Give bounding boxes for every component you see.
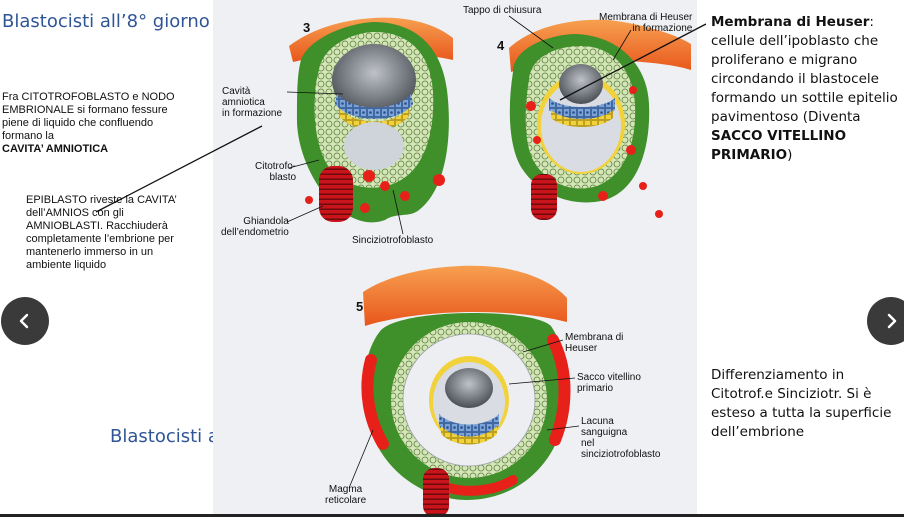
amniotic-cavity [445, 368, 493, 408]
panel-number-5: 5 [356, 299, 364, 314]
note-line: formando un sottile epitelio [711, 90, 898, 106]
lacuna [305, 196, 313, 204]
lacuna [547, 334, 571, 446]
label-syncytiotrophoblast: Sinciziotrofoblasto [352, 235, 434, 246]
blastocyst-figure: 3 4 5 Cavità amniotica in formazione Cit… [213, 0, 697, 517]
note-heading: Membrana di Heuser: [711, 14, 874, 30]
lacuna [655, 210, 663, 218]
hypoblast [441, 426, 497, 445]
amniotic-cavity [559, 64, 603, 104]
label-endometrial-gland: Ghiandola dell’endometrio [221, 216, 289, 238]
note-line: mantenerlo immerso in un [26, 246, 154, 258]
note-line: Differenziamento in [711, 367, 845, 383]
endometrial-gland [531, 174, 557, 220]
note-line: pavimentoso (Diventa [711, 109, 861, 125]
prev-slide-button[interactable] [1, 297, 49, 345]
epiblast [549, 98, 615, 121]
lacuna [598, 191, 608, 201]
note-line: cellule dell’ipoblasto che [711, 33, 879, 49]
panel-3 [289, 17, 453, 223]
note-line: ambiente liquido [26, 259, 107, 271]
note-line: Fra CITOTROFOBLASTO e NODO [2, 91, 175, 103]
chevron-right-icon [887, 313, 897, 329]
note-bold-line: PRIMARIO) [711, 147, 793, 163]
lacuna [400, 191, 410, 201]
panel-number-4: 4 [497, 38, 505, 53]
note-line: piene di liquido che confluendo [2, 117, 154, 129]
note-line: Citotrof.e Sinciziotr. Si è [711, 386, 872, 402]
lacuna [361, 354, 389, 450]
label-blood-lacuna: Lacuna sanguigna nel sinciziotrofoblasto [581, 416, 661, 460]
label-amniotic-cavity: Cavità amniotica in formazione [222, 86, 283, 119]
lacuna [526, 101, 536, 111]
epiblast [335, 94, 413, 119]
lacuna [629, 86, 637, 94]
pointer-line-heuser [559, 23, 707, 101]
lacuna [360, 203, 370, 213]
lacuna [433, 174, 445, 186]
bottom-border [0, 514, 904, 517]
note-line: proliferano e migrano [711, 52, 858, 68]
blastocoel [344, 122, 404, 170]
label-heuser-forming: Membrana di Heuser in formazione [599, 12, 693, 34]
amniotic-cavity [332, 44, 416, 116]
endometrial-gland [423, 468, 449, 517]
lacuna [533, 136, 541, 144]
label-heuser-membrane: Membrana di Heuser [565, 332, 624, 354]
panel-number-3: 3 [303, 20, 311, 35]
note-amniotic-cavity: Fra CITOTROFOBLASTO e NODO EMBRIONALE si… [2, 91, 212, 156]
endometrial-gland [319, 166, 353, 222]
note-epiblast: EPIBLASTO riveste la CAVITA’ dell’AMNIOS… [26, 194, 212, 272]
note-line: EMBRIONALE si formano fessure [2, 104, 168, 116]
epiblast [439, 414, 499, 438]
label-primary-yolk-sac: Sacco vitellino primario [577, 372, 641, 394]
note-differentiation: Differenziamento in Citotrof.e Sinciziot… [711, 366, 904, 442]
label-closure-plug: Tappo di chiusura [463, 5, 542, 16]
panel-5 [361, 265, 571, 517]
note-heuser-membrane: Membrana di Heuser: cellule dell’ipoblas… [711, 13, 904, 165]
note-line: formano la [2, 130, 54, 142]
note-bold-line: CAVITA’ AMNIOTICA [2, 143, 109, 155]
note-line: circondando il blastocele [711, 71, 879, 87]
lacuna [363, 170, 375, 182]
endometrium-surface [363, 265, 567, 326]
note-line: EPIBLASTO riveste la CAVITA’ [26, 194, 177, 206]
panel-4 [509, 19, 691, 220]
label-cytotrophoblast: Citotrofo- blasto [255, 161, 297, 183]
blastocyst-illustration [286, 15, 691, 517]
lacuna [626, 145, 636, 155]
lacuna [380, 181, 390, 191]
pointer-line-epiblast [95, 125, 263, 213]
label-reticular-magma: Magma reticolare [325, 484, 367, 506]
note-bold-line: SACCO VITELLINO [711, 128, 847, 144]
next-slide-button[interactable] [867, 297, 904, 345]
hypoblast [551, 110, 613, 127]
note-line: completamente l’embrione per [26, 233, 174, 245]
hypoblast [339, 108, 409, 130]
note-line: esteso a tutta la superficie [711, 405, 892, 421]
title-day-8: Blastocisti all’8° giorno [2, 11, 210, 32]
leader-lines [286, 15, 632, 489]
lacuna [639, 182, 647, 190]
note-line: AMNIOBLASTI. Racchiuderà [26, 220, 168, 232]
chevron-left-icon [19, 313, 29, 329]
note-line: dell’embrione [711, 424, 805, 440]
